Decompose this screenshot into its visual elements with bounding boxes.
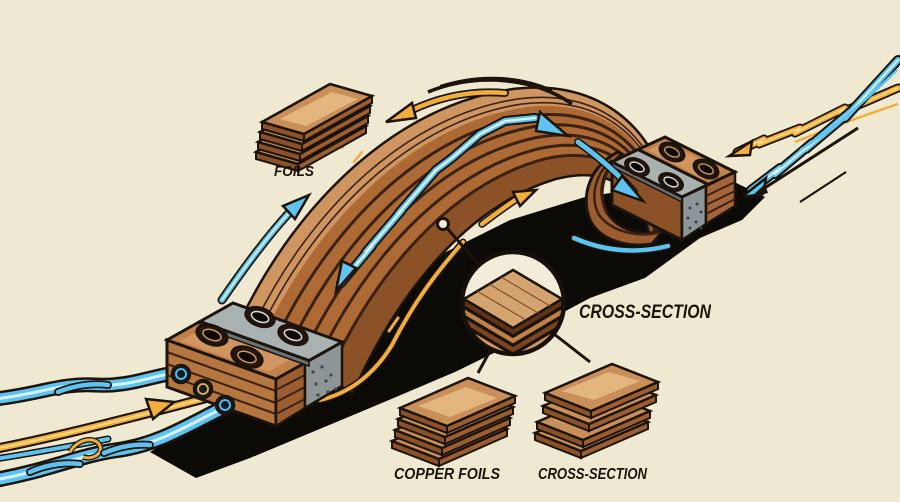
left-clamp-plate: [196, 301, 346, 363]
blue-arrowhead-down-left: [333, 259, 359, 296]
input-current-streams: [0, 364, 235, 488]
yellow-arrowhead-down-left: [385, 100, 418, 124]
callout-dot: [436, 217, 450, 231]
blue-lightning-on-arch: [333, 109, 573, 296]
left-block-side-laminations: [275, 374, 306, 415]
lens-ring: [459, 249, 567, 357]
right-block-threaded-holes: [624, 141, 720, 192]
yellow-input-arrow: [0, 392, 215, 461]
right-block-side-laminations: [705, 181, 736, 215]
black-speed-lines: [427, 76, 574, 106]
output-lightning: [724, 55, 900, 203]
blue-lightning-right-slope: [574, 138, 647, 204]
right-terminal-block: [608, 135, 739, 243]
blue-underline-swoosh: [570, 234, 672, 255]
yellow-arrow-mid: [478, 188, 540, 228]
blue-wave-accents: [26, 380, 154, 476]
cable-ports: [170, 363, 236, 416]
yellow-arch-swoosh: [316, 238, 467, 404]
yellow-arrow-top: [385, 88, 509, 124]
blue-arrow-left-outer: [217, 192, 312, 305]
arch-current-arrows: [217, 76, 647, 305]
lens-leader-left: [476, 348, 493, 374]
right-block-steel-dots: [686, 202, 703, 230]
arch-top-sheen: [242, 88, 668, 335]
left-terminal-block: [163, 301, 346, 429]
lens-leader-right: [553, 332, 591, 364]
label-copper-foils: COPPER FOILS: [394, 466, 500, 483]
left-block-steel-dots: [311, 365, 338, 397]
left-block-threaded-holes: [195, 305, 309, 369]
blue-arrowhead-down-right: [610, 173, 647, 204]
label-cross-section-bottom: CROSS-SECTION: [538, 466, 647, 483]
label-cross-section-callout: CROSS-SECTION: [579, 302, 712, 323]
black-return-arrow: [751, 126, 859, 203]
blue-arrowhead-right: [534, 109, 573, 138]
orange-arrowhead: [724, 138, 754, 158]
callout-leader-line: [445, 227, 481, 266]
yellow-arrowhead-up-right: [511, 188, 540, 209]
blue-arrowhead-up: [280, 192, 312, 222]
blue-lightning-right: [737, 55, 900, 199]
label-foils: FOILS: [274, 163, 314, 180]
yellow-input-arrowhead: [144, 397, 178, 422]
